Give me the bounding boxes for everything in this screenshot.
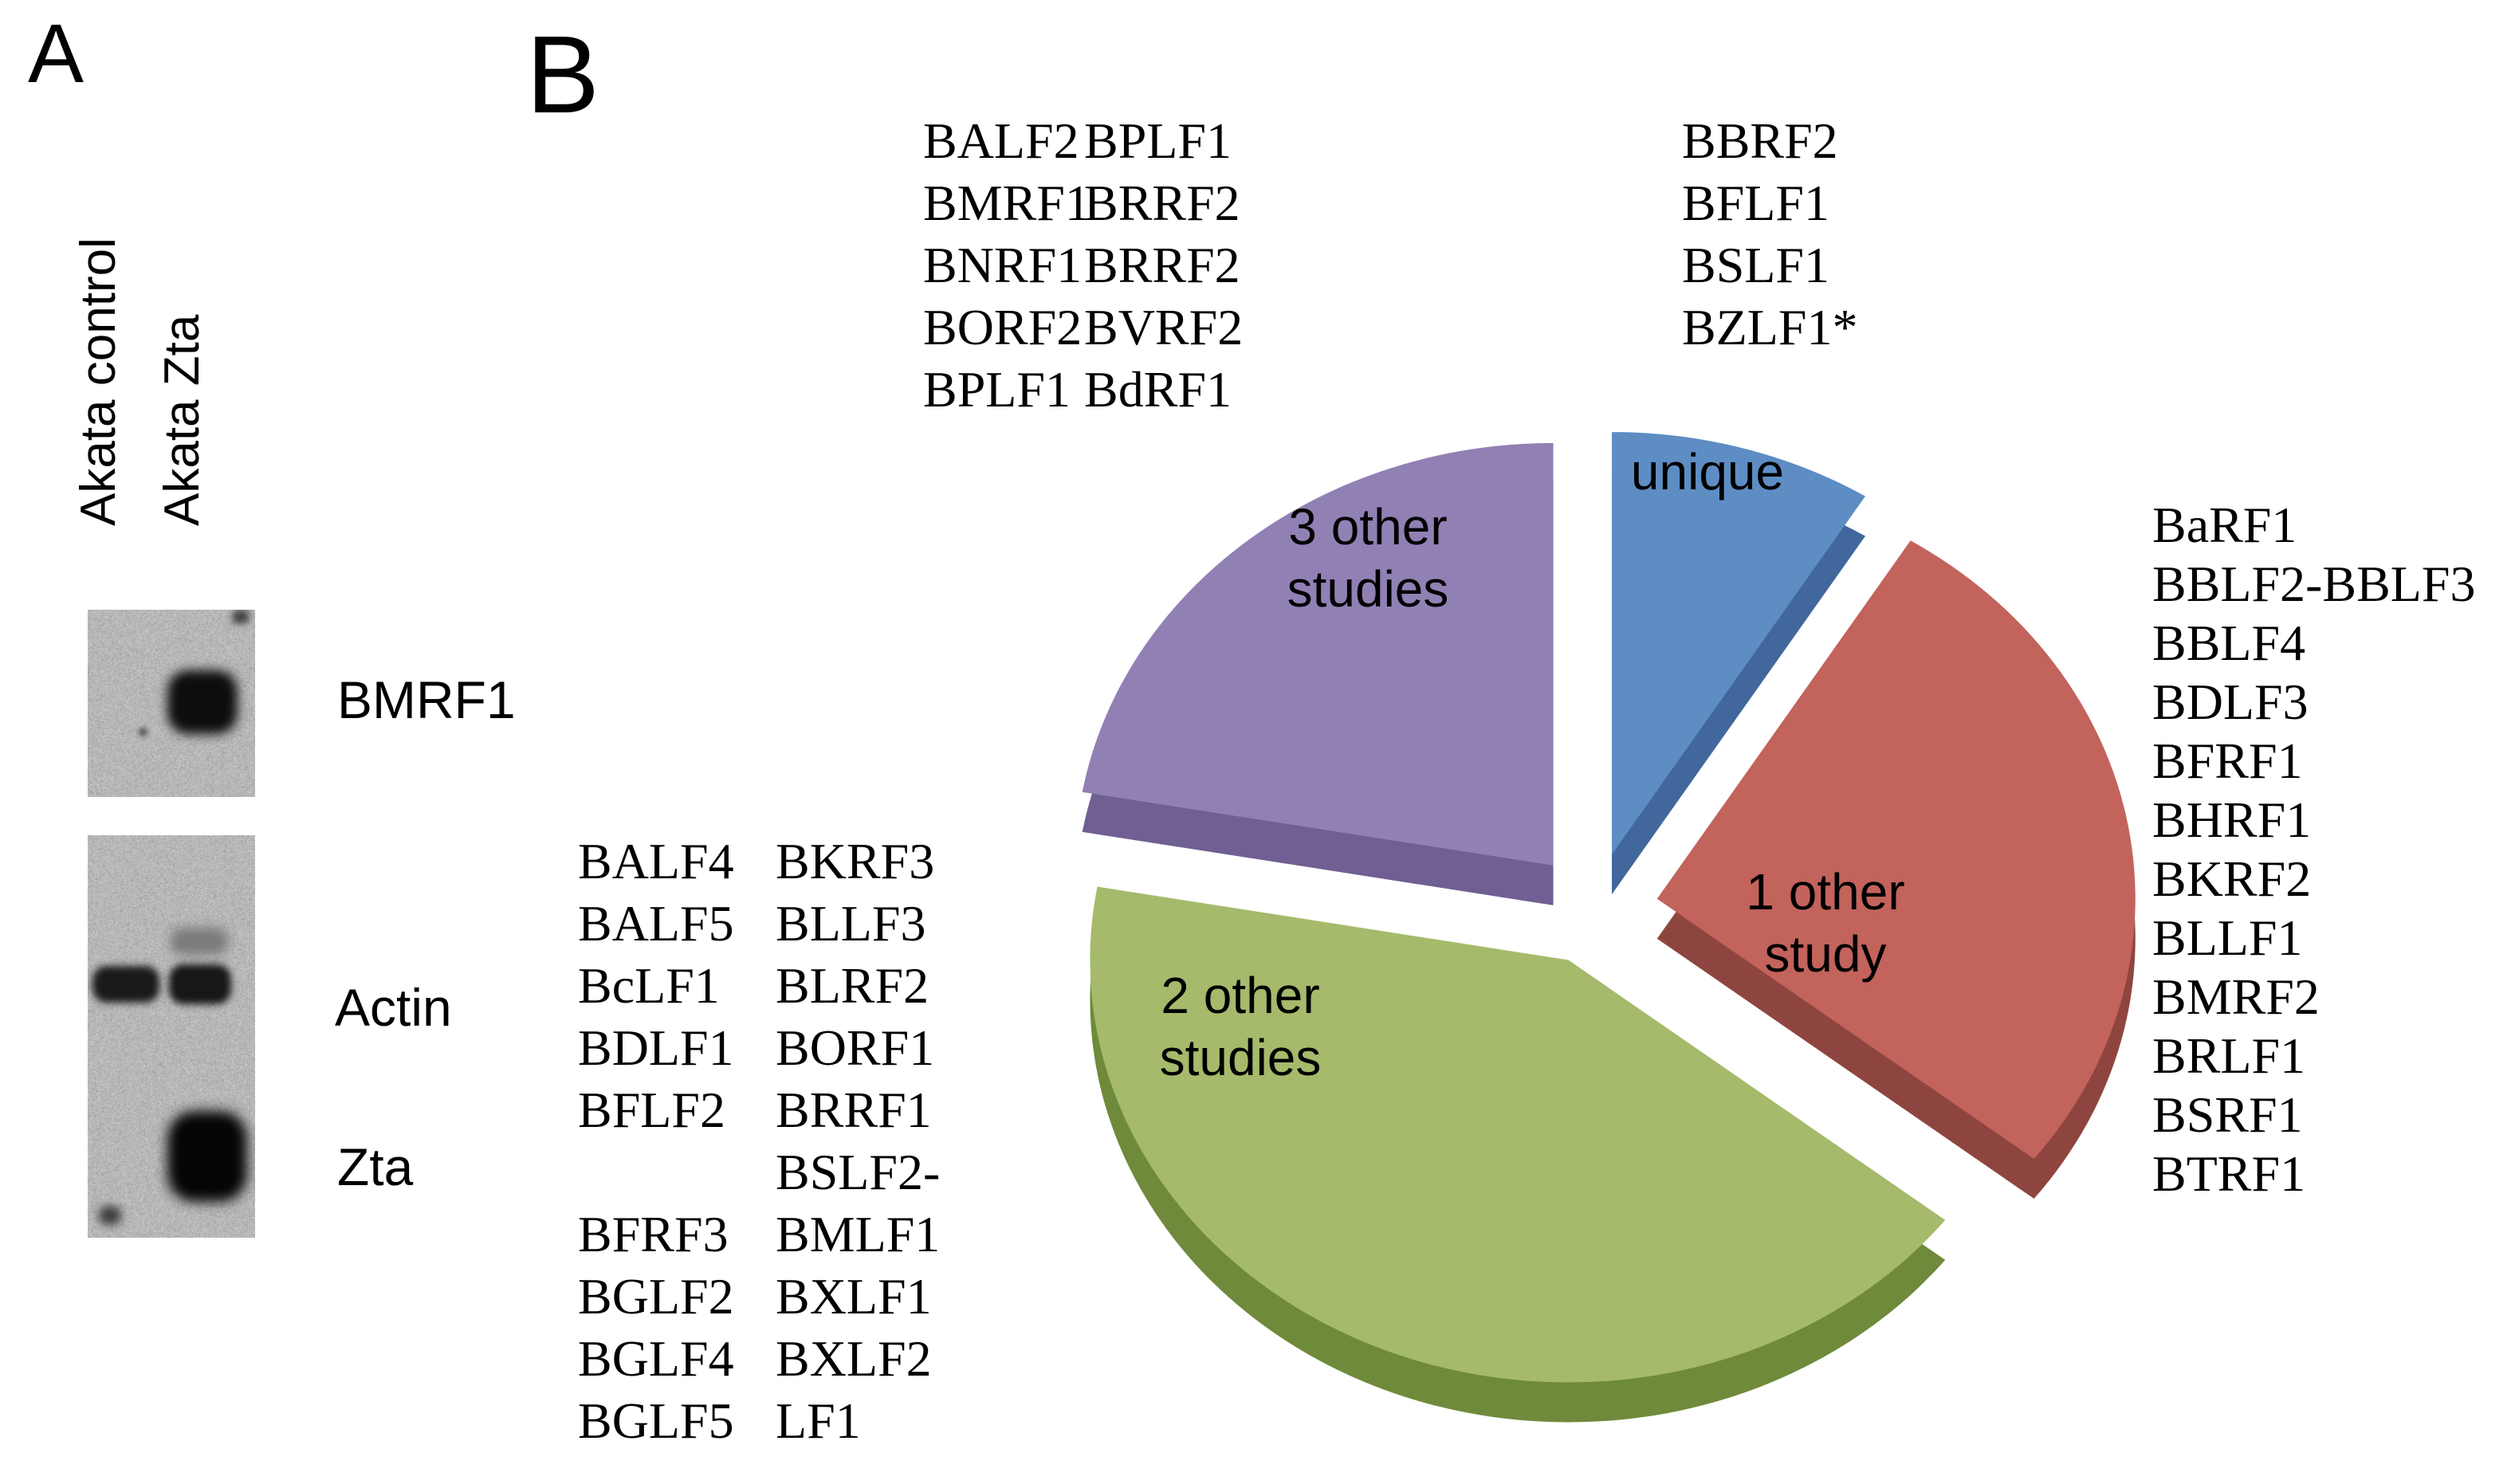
two-other-studies-genes-col2: BKRF3BLLF3BLRF2BORF1BRRF1BSLF2-BMLF1BXLF… (776, 830, 940, 1452)
pie-slice-label-line: studies (1160, 1027, 1322, 1089)
gene-item: BZLF1* (1682, 296, 1857, 359)
pie-slice-label-line: 1 other (1746, 861, 1904, 923)
gene-item: BdRF1 (1084, 359, 1243, 421)
gene-item: BXLF2 (776, 1328, 940, 1390)
gene-item: BSRF1 (2152, 1086, 2475, 1144)
gene-item: BGLF2 (578, 1266, 734, 1328)
gene-item: BLLF3 (776, 893, 940, 955)
gene-item: BBLF2-BBLF3 (2152, 555, 2475, 614)
gene-item: BALF5 (578, 893, 734, 955)
pie-slice-label-unique: unique (1631, 441, 1784, 503)
pie-slice-label-1-other-study: 1 otherstudy (1746, 861, 1904, 985)
two-other-studies-genes-col1: BALF4BALF5BcLF1BDLF1BFLF2BFRF3BGLF2BGLF4… (578, 830, 734, 1452)
gene-item: BMRF2 (2152, 968, 2475, 1027)
gene-item: BKRF3 (776, 830, 940, 893)
gene-item: BMRF1 (923, 172, 1090, 234)
gene-item: BALF4 (578, 830, 734, 893)
gene-item: BALF2 (923, 110, 1090, 172)
gene-item: BDLF1 (578, 1017, 734, 1079)
gene-item: BFLF2 (578, 1079, 734, 1141)
three-other-studies-genes-col1: BALF2BMRF1BNRF1BORF2BPLF1 (923, 110, 1090, 421)
gene-item: BORF1 (776, 1017, 940, 1079)
gene-item: BKRF2 (2152, 850, 2475, 909)
gene-item: BHRF1 (2152, 791, 2475, 850)
gene-item: BBRF2 (1682, 110, 1857, 172)
gene-item: BPLF1 (923, 359, 1090, 421)
gene-item: BRRF2 (1084, 234, 1243, 296)
gene-item: BVRF2 (1084, 296, 1243, 359)
pie-slice-label-3-other-studies: 3 otherstudies (1287, 496, 1449, 620)
gene-item: BcLF1 (578, 955, 734, 1017)
gene-item: BLRF2 (776, 955, 940, 1017)
gene-item: BLLF1 (2152, 909, 2475, 968)
pie-slice-label-line: 2 other (1160, 964, 1322, 1027)
gene-item: BRRF2 (1084, 172, 1243, 234)
gene-item: BRRF1 (776, 1079, 940, 1141)
gene-item: BXLF1 (776, 1266, 940, 1328)
gene-item: BGLF5 (578, 1390, 734, 1452)
gene-item: BSLF2- (776, 1141, 940, 1203)
gene-item: BMLF1 (776, 1203, 940, 1266)
one-other-study-genes-col1: BaRF1BBLF2-BBLF3BBLF4BDLF3BFRF1BHRF1BKRF… (2152, 496, 2475, 1203)
gene-item: LF1 (776, 1390, 940, 1452)
gene-item: BSLF1 (1682, 234, 1857, 296)
gene-item: BFRF3 (578, 1203, 734, 1266)
pie-slice-label-line: study (1746, 923, 1904, 985)
gene-item: BDLF3 (2152, 673, 2475, 732)
gene-item (578, 1141, 734, 1203)
gene-item: BPLF1 (1084, 110, 1243, 172)
pie-slice-label-line: 3 other (1287, 496, 1449, 558)
gene-item: BGLF4 (578, 1328, 734, 1390)
pie-slice-label-line: unique (1631, 441, 1784, 503)
gene-item: BNRF1 (923, 234, 1090, 296)
gene-item: BORF2 (923, 296, 1090, 359)
gene-item: BBLF4 (2152, 614, 2475, 673)
unique-genes-col1: BBRF2BFLF1BSLF1BZLF1* (1682, 110, 1857, 359)
gene-item: BFRF1 (2152, 732, 2475, 791)
pie-slice-label-2-other-studies: 2 otherstudies (1160, 964, 1322, 1089)
gene-item: BTRF1 (2152, 1144, 2475, 1203)
three-other-studies-genes-col2: BPLF1BRRF2BRRF2BVRF2BdRF1 (1084, 110, 1243, 421)
gene-item: BRLF1 (2152, 1027, 2475, 1086)
gene-item: BaRF1 (2152, 496, 2475, 555)
pie-slice-label-line: studies (1287, 558, 1449, 620)
gene-item: BFLF1 (1682, 172, 1857, 234)
